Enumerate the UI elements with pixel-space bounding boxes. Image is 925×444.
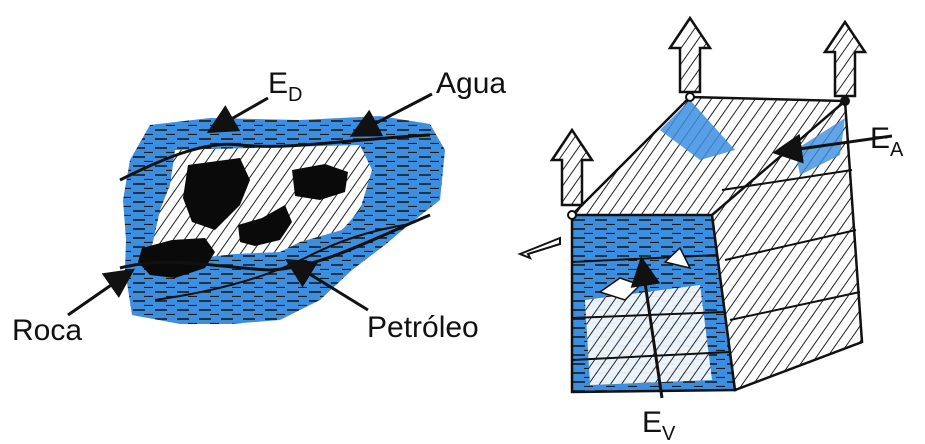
corner-node — [568, 211, 576, 219]
upward-flow-arrow — [670, 18, 710, 92]
lateral-flow-arrow — [520, 238, 560, 258]
upward-flow-arrow — [552, 130, 592, 205]
corner-node — [840, 96, 850, 106]
label-ed: ED — [268, 67, 302, 106]
label-agua: Agua — [436, 67, 506, 100]
pore-diagram: ED Agua Roca Petróleo — [12, 67, 506, 347]
pointer-arrow — [68, 272, 130, 315]
block-diagram: EA EV — [520, 18, 904, 444]
label-roca: Roca — [12, 314, 82, 347]
label-ea: EA — [870, 122, 904, 161]
corner-node — [686, 93, 694, 101]
upward-flow-arrow — [825, 22, 865, 96]
label-ev: EV — [642, 406, 676, 444]
label-petroleo: Petróleo — [367, 311, 479, 344]
